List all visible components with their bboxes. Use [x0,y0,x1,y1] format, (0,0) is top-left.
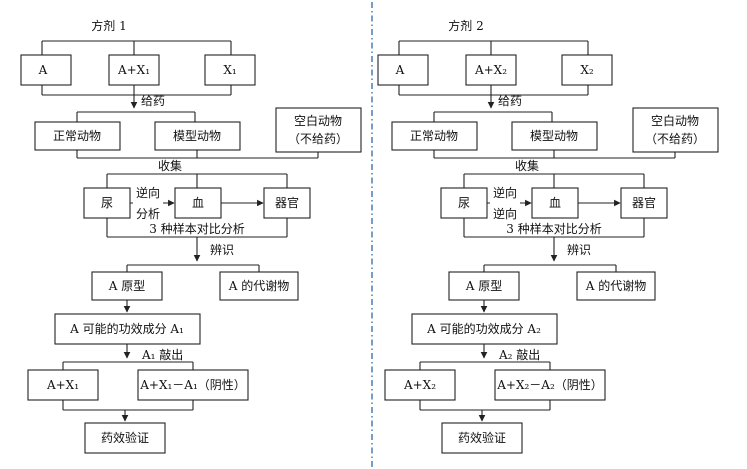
component-box [54,313,201,345]
label-knockout: A₂ 敲出 [498,347,540,362]
sample-urine-box [440,187,488,219]
label-compare: 3 种样本对比分析 [506,221,601,236]
row1-label-x: X₁ [223,63,236,77]
row1-label-a-plus-x: A+X₂ [474,63,507,77]
panel-title: 方剂 2 [448,18,483,33]
validate-label: 药效验证 [458,430,506,445]
id-metabolite-label: A 的代谢物 [585,278,646,293]
label-identify: 辨识 [567,243,591,257]
row1-label-a-plus-x: A+X₁ [117,63,150,77]
sample-organ-label: 器官 [275,195,299,210]
reverse-analysis-line1: 逆向 [136,185,160,200]
panel-2: 方剂 2 A A+X₂ X₂ 给药 正常动物 模型动物 空白动物 （不给药） 收… [377,18,719,454]
group-negative-label: A+X₂－A₂（阴性） [496,378,603,392]
animal-blank-note: （不给药） [645,132,705,146]
row1-label-x: X₂ [580,63,594,77]
label-identify: 辨识 [210,243,234,257]
reverse-analysis-label-bg [133,186,163,222]
group-negative-label: A+X₁－A₁（阴性） [139,378,246,392]
animal-blank-label: 空白动物 [294,113,342,128]
animal-normal-box [391,121,478,151]
animal-blank-label: 空白动物 [651,113,699,128]
group-negative-box [137,369,249,401]
label-collect: 收集 [158,158,182,173]
sample-organ-box [263,187,311,219]
id-metabolite-box [219,271,299,301]
animal-blank-note: （不给药） [288,132,348,146]
id-metabolite-box [576,271,656,301]
animal-blank-box [275,107,362,153]
group-combo-label: A+X₁ [46,378,79,392]
component-box [411,313,558,345]
component-label: A 可能的功效成分 A₁ [69,321,184,336]
sample-urine-label: 尿 [101,196,113,210]
sample-organ-box [620,187,668,219]
label-administer: 给药 [498,94,522,108]
id-prototype-box [91,271,163,301]
row1-box-a [20,54,72,86]
sample-blood-label: 血 [192,196,204,210]
reverse-analysis-line2: 分析 [136,207,160,221]
reverse-analysis-line2: 逆向 [493,206,517,221]
sample-organ-label: 器官 [632,195,656,210]
animal-normal-label: 正常动物 [410,129,458,143]
row1-box-x [204,54,256,86]
row1-label-a: A [395,63,405,77]
id-prototype-label: A 原型 [108,279,145,293]
id-metabolite-label: A 的代谢物 [228,278,289,293]
row1-box-a-plus-x [465,54,517,86]
row1-label-a: A [38,63,48,77]
group-combo-box [384,369,456,401]
animal-model-label: 模型动物 [173,129,221,143]
label-collect: 收集 [515,158,539,173]
validate-box [84,422,166,454]
reverse-analysis-label-bg [490,186,520,222]
animal-model-box [154,121,241,151]
label-administer: 给药 [141,94,165,108]
reverse-analysis-line1: 逆向 [493,185,517,200]
row1-box-a-plus-x [108,54,160,86]
animal-normal-label: 正常动物 [53,129,101,143]
row1-box-x [561,54,613,86]
label-knockout: A₁ 敲出 [141,347,183,362]
label-compare: 3 种样本对比分析 [149,221,244,236]
component-label: A 可能的功效成分 A₂ [426,321,541,336]
validate-label: 药效验证 [101,430,149,445]
animal-model-box [511,121,598,151]
panel-1: 方剂 1 A A+X₁ X₁ 给药 正常动物 模型动物 空白动物 （不给药） 收… [20,18,362,454]
id-prototype-label: A 原型 [465,279,502,293]
sample-urine-label: 尿 [458,196,470,210]
row1-box-a [377,54,429,86]
sample-blood-label: 血 [549,196,561,210]
panel-title: 方剂 1 [91,18,126,33]
validate-box [441,422,523,454]
animal-model-label: 模型动物 [530,129,578,143]
group-combo-label: A+X₂ [403,378,436,392]
